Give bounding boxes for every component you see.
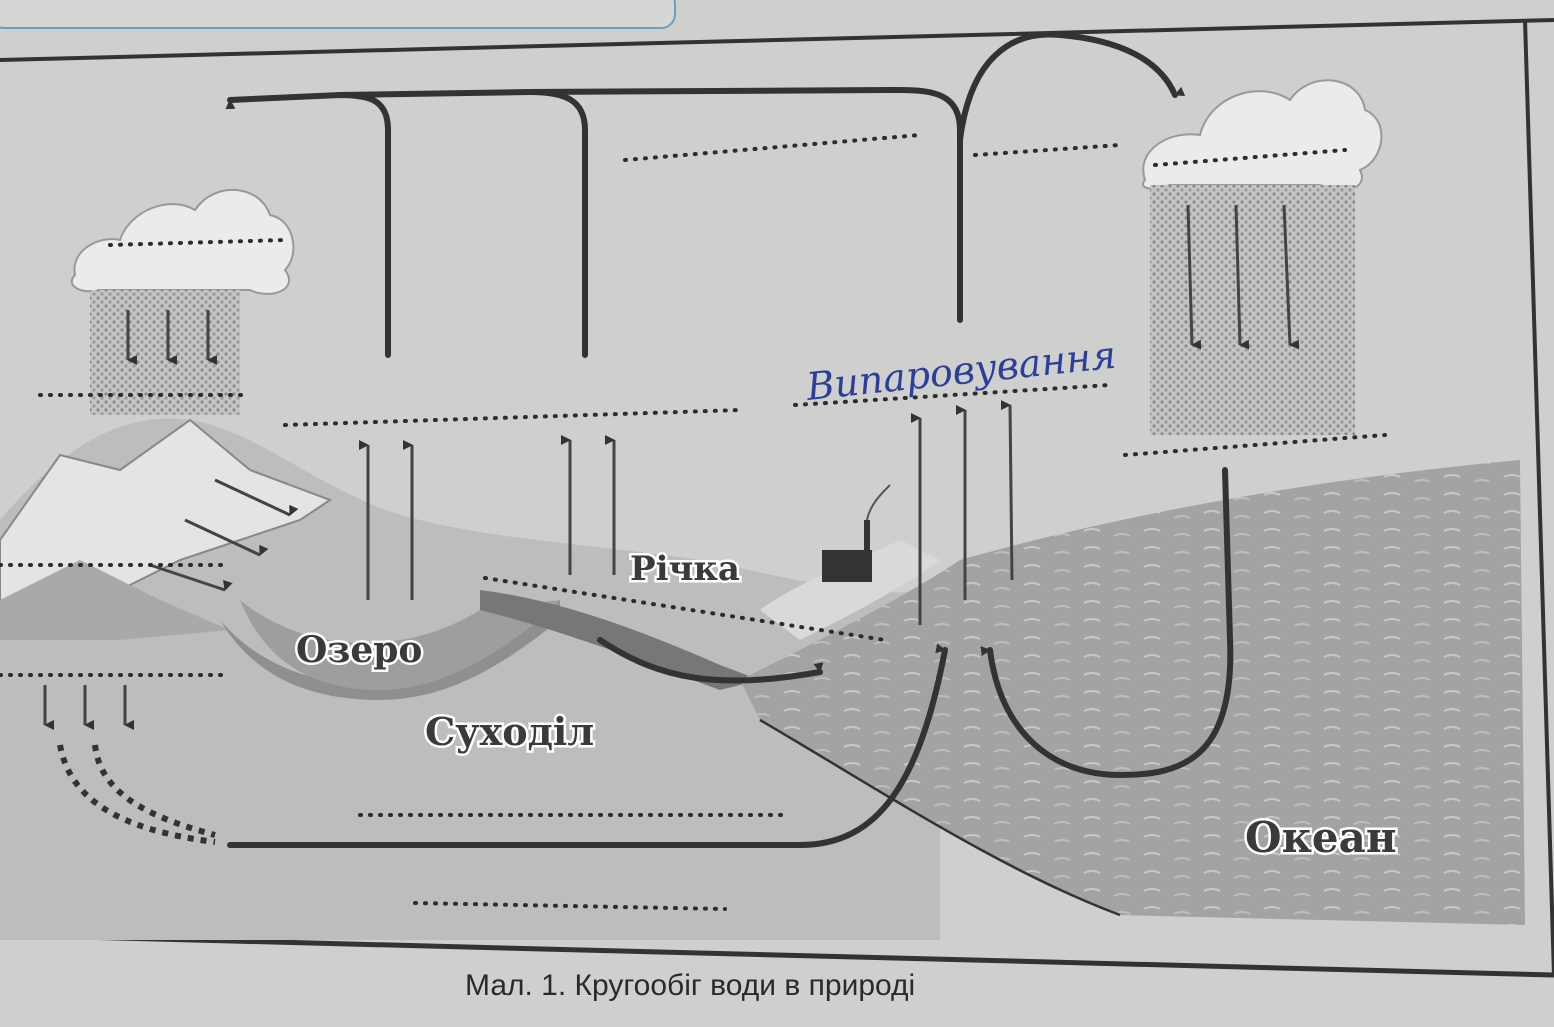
seabed-line [759,718,1121,917]
groundwater-dashed-path [57,744,216,845]
ocean-label: Океан [1245,813,1397,862]
answer-lines [0,133,1387,911]
river-label: Річка [630,549,740,589]
land-label: Суходіл [425,709,594,754]
frame-top-border [0,18,1554,62]
left-cloud [70,188,295,295]
groundwater-flow-arrow [227,643,948,848]
air-transport-arrow-right [957,31,1186,143]
right-rain-arrows [1186,204,1300,350]
frame-bottom-border [0,932,1554,978]
coast-foam [760,540,940,640]
ocean-evaporation-arrows [911,400,1014,625]
right-cloud [1142,79,1383,191]
lake-basin [220,600,560,700]
right-rain [1150,185,1355,435]
left-rain-arrows [126,310,217,365]
frame-right-border [1523,19,1554,976]
mountain-shadow [0,560,230,640]
lake-water [240,600,560,690]
lake-label: Озеро [296,629,422,671]
handwritten-answer: Випаровування [803,333,1118,409]
land-evaporation-arrows [359,435,616,600]
river-flow-arrow [597,637,824,684]
runoff-arrows [149,478,299,592]
factory [822,550,872,582]
ocean-return-arrow [980,467,1234,779]
infiltration-arrows [43,685,134,730]
ocean-area [740,460,1525,925]
left-rain [90,290,240,415]
land-area [0,418,940,940]
top-answer-box [0,0,676,29]
river-channel [480,590,760,690]
figure-caption: Мал. 1. Кругообіг води в природі [465,969,915,1002]
